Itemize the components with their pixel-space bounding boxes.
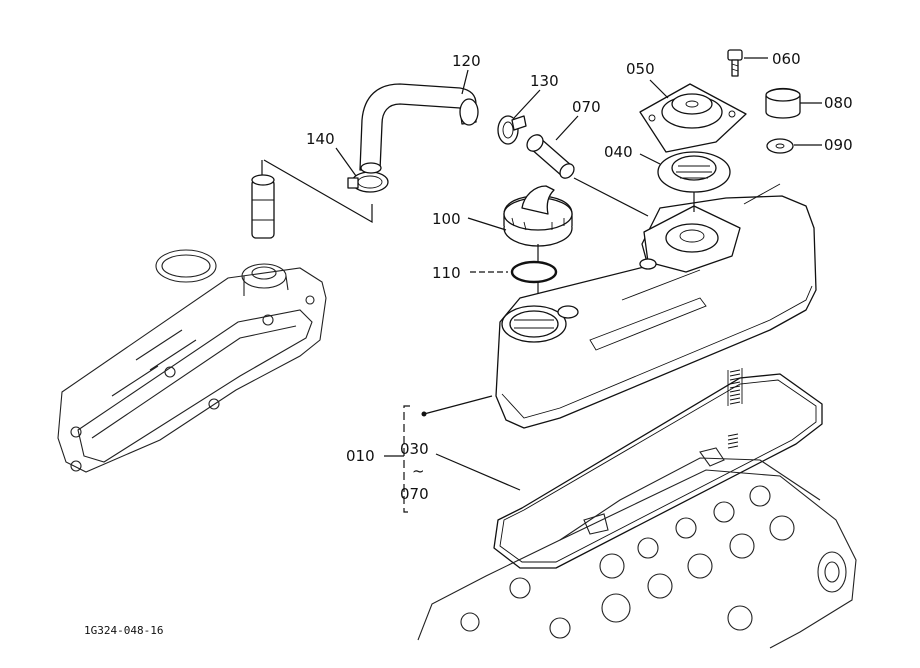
cap-nut-080 <box>765 87 801 119</box>
hose-clamp-140 <box>347 171 389 193</box>
leader-010 <box>423 395 493 415</box>
intake-manifold <box>57 249 327 473</box>
leader-050 <box>649 79 669 99</box>
diaphragm-040 <box>657 151 731 193</box>
breather-pipe-070 <box>526 134 575 179</box>
hose-clamp-130 <box>497 115 527 145</box>
label-050: 050 <box>626 60 655 78</box>
leader-130 <box>513 89 541 119</box>
label-010: 010 <box>346 447 375 465</box>
label-tilde: ~ <box>412 462 425 480</box>
cylinder-head <box>417 447 857 649</box>
bracket-010 <box>384 405 410 513</box>
label-130: 130 <box>530 72 559 90</box>
label-110: 110 <box>432 264 461 282</box>
bolt-060 <box>727 49 743 77</box>
breather-pipe <box>251 174 275 239</box>
leader-070 <box>555 115 579 141</box>
oil-filler-cap-100 <box>503 185 573 247</box>
leader-040 <box>639 153 661 165</box>
label-070: 070 <box>572 98 601 116</box>
valve-cover <box>495 183 817 429</box>
leader-100 <box>467 217 507 231</box>
breather-hose-120 <box>359 83 479 174</box>
leader-120 <box>461 69 469 95</box>
leader-010-dot <box>421 411 427 417</box>
label-070-range: 070 <box>400 485 429 503</box>
label-040: 040 <box>604 143 633 161</box>
label-100: 100 <box>432 210 461 228</box>
valve-springs <box>727 368 743 449</box>
o-ring-110 <box>510 260 558 284</box>
leader-140 <box>335 147 357 177</box>
head-cover-gasket <box>493 373 823 569</box>
cover-plate-050 <box>639 83 747 153</box>
label-030: 030 <box>400 440 429 458</box>
washer-090 <box>766 138 794 154</box>
label-090: 090 <box>824 136 853 154</box>
leader-030 <box>435 453 521 491</box>
label-060: 060 <box>772 50 801 68</box>
label-140: 140 <box>306 130 335 148</box>
drawing-code: 1G324-048-16 <box>84 624 163 637</box>
label-080: 080 <box>824 94 853 112</box>
label-120: 120 <box>452 52 481 70</box>
